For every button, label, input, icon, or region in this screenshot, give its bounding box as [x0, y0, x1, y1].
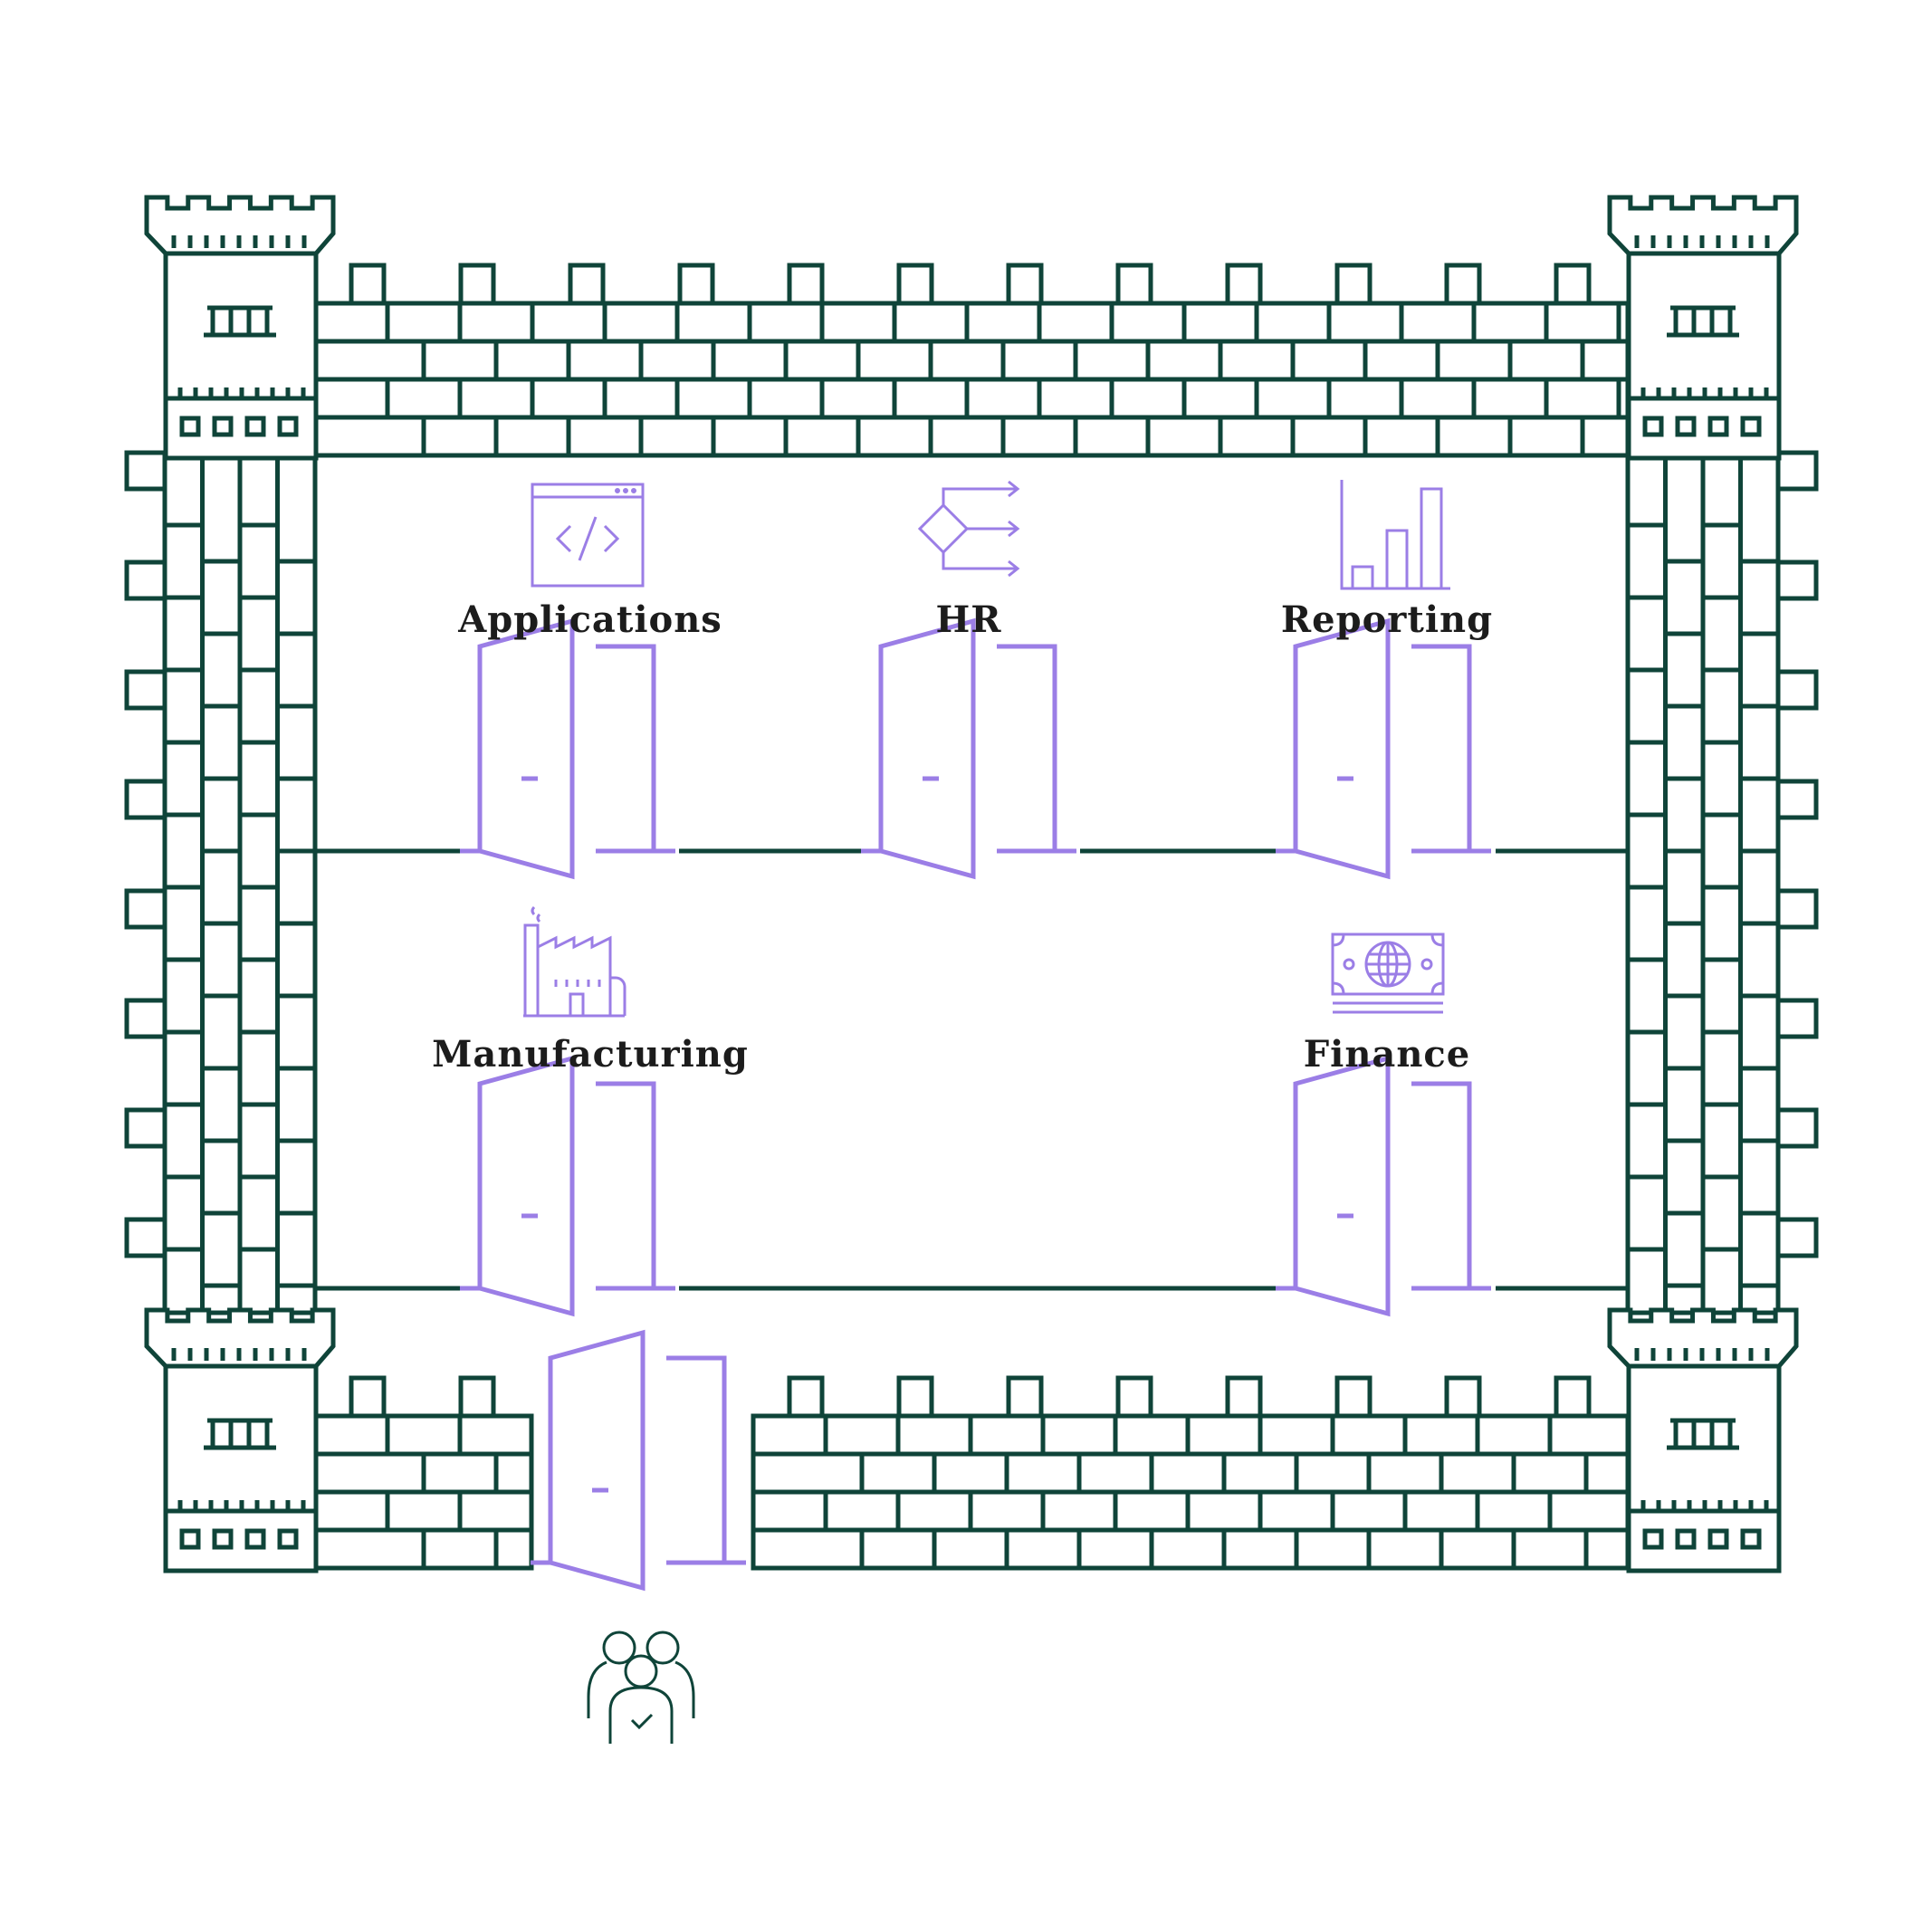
merlon — [1006, 263, 1044, 306]
merlon — [787, 1375, 825, 1419]
door-frame — [666, 1355, 727, 1563]
merlon — [896, 263, 934, 306]
merlon — [124, 888, 167, 930]
door-leaf — [477, 1055, 575, 1317]
merlon — [1775, 998, 1819, 1039]
merlon — [1554, 1375, 1592, 1419]
merlon — [124, 560, 167, 601]
users-verified-icon — [587, 1631, 695, 1744]
merlon — [124, 1217, 167, 1258]
tower-body — [1626, 251, 1782, 461]
merlon — [896, 1375, 934, 1419]
merlon — [458, 1375, 496, 1419]
merlon — [349, 263, 387, 306]
tower-block — [277, 1528, 299, 1550]
merlon — [1006, 1375, 1044, 1419]
factory-icon — [523, 905, 626, 1018]
tower-block — [1707, 416, 1729, 437]
open-door-icon — [1276, 617, 1491, 880]
room-label-reporting: Reporting — [1281, 598, 1493, 641]
door-frame — [1411, 644, 1472, 851]
merlon — [1115, 1375, 1153, 1419]
merlon — [1334, 263, 1372, 306]
open-door-icon — [460, 617, 675, 880]
castle-towers — [144, 195, 1799, 1573]
tower-block — [244, 1528, 266, 1550]
castle-walls — [124, 263, 1819, 1571]
tower-body — [163, 251, 319, 461]
merlon — [1225, 1375, 1263, 1419]
merlon — [1775, 1107, 1819, 1149]
merlon — [1554, 263, 1592, 306]
tower-block — [1740, 416, 1762, 437]
tower-block — [1642, 416, 1664, 437]
open-door-icon — [460, 1055, 675, 1317]
merlon — [1444, 263, 1482, 306]
merlon — [124, 1107, 167, 1149]
tower-block — [212, 1528, 234, 1550]
merlon — [124, 779, 167, 820]
tower-block — [244, 416, 266, 437]
tower-block — [1642, 1528, 1664, 1550]
doors — [460, 617, 1491, 1592]
merlon — [1775, 779, 1819, 820]
room-label-hr: HR — [935, 598, 1001, 641]
entrance-door-icon — [531, 1329, 746, 1592]
door-frame — [596, 644, 656, 851]
merlon — [1775, 1217, 1819, 1258]
merlon — [1444, 1375, 1482, 1419]
door-leaf — [1293, 1055, 1391, 1317]
door-frame — [1411, 1081, 1472, 1288]
banknote-globe-icon — [1331, 933, 1445, 1014]
merlon — [1115, 263, 1153, 306]
tower-block — [1740, 1528, 1762, 1550]
workflow-arrows-icon — [917, 480, 1020, 578]
merlon — [124, 998, 167, 1039]
merlon — [1775, 560, 1819, 601]
merlon — [1775, 888, 1819, 930]
merlon — [1775, 450, 1819, 492]
room-label-finance: Finance — [1304, 1033, 1470, 1076]
tower-block — [212, 416, 234, 437]
merlon — [1225, 263, 1263, 306]
merlon — [124, 669, 167, 711]
tower-block — [179, 1528, 201, 1550]
merlon — [1775, 669, 1819, 711]
merlon — [458, 263, 496, 306]
room-dividers — [315, 848, 1628, 1291]
merlon — [349, 1375, 387, 1419]
open-door-icon — [1276, 1055, 1491, 1317]
door-leaf — [477, 617, 575, 880]
room-label-applications: Applications — [457, 598, 722, 641]
tower-block — [179, 416, 201, 437]
merlon — [677, 263, 715, 306]
merlon — [568, 263, 606, 306]
room-label-manufacturing: Manufacturing — [432, 1033, 749, 1076]
bar-chart-icon — [1340, 480, 1450, 590]
tower-body — [1626, 1363, 1782, 1573]
code-window-icon — [531, 483, 645, 588]
tower-block — [1675, 416, 1697, 437]
merlon — [787, 263, 825, 306]
tower-block — [1675, 1528, 1697, 1550]
merlon — [1334, 1375, 1372, 1419]
tower-body — [163, 1363, 319, 1573]
door-leaf — [1293, 617, 1391, 880]
door-frame — [997, 644, 1057, 851]
merlon — [124, 450, 167, 492]
tower-block — [1707, 1528, 1729, 1550]
open-door-icon — [861, 617, 1076, 880]
tower-block — [277, 416, 299, 437]
door-frame — [596, 1081, 656, 1288]
door-leaf — [878, 617, 976, 880]
door-leaf — [548, 1329, 646, 1592]
